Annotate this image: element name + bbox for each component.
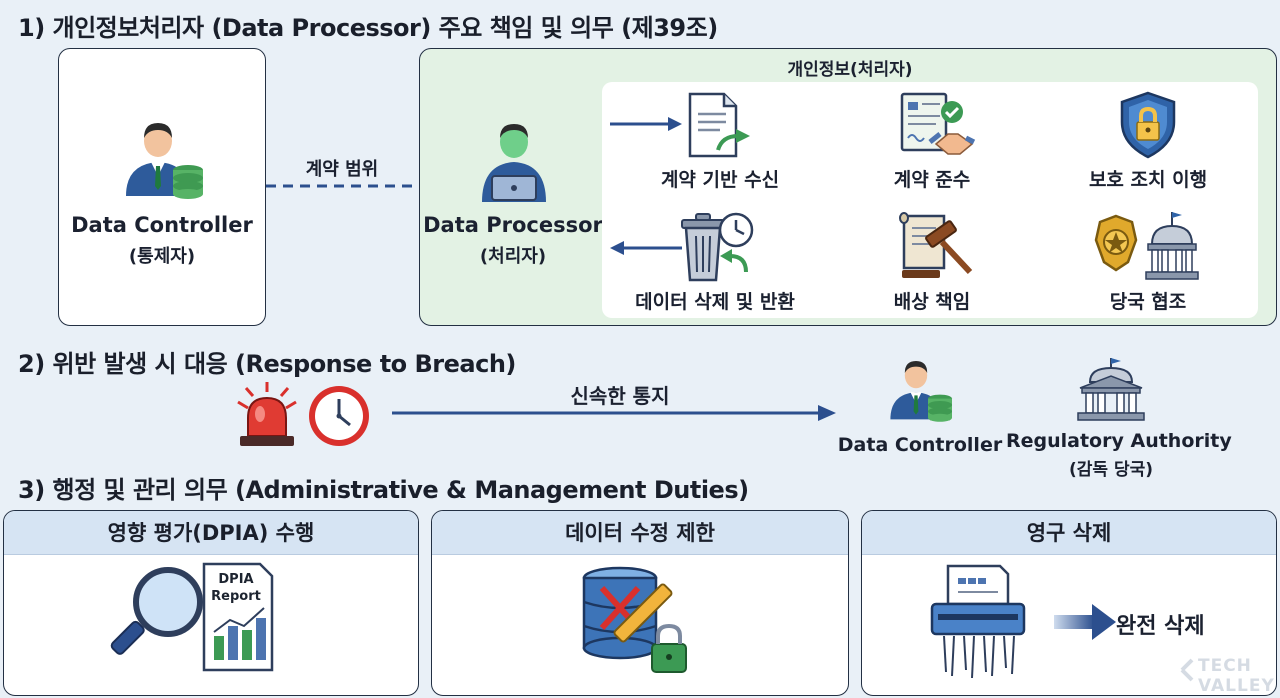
- breach-controller-label: Data Controller: [837, 434, 1003, 456]
- processor-person-icon: [482, 124, 546, 202]
- result-arrow-icon: [1054, 604, 1116, 640]
- dpia-doc-line2: Report: [211, 589, 261, 604]
- dpia-card-title: 영향 평가(DPIA) 수행: [4, 511, 418, 555]
- contract-dashed-line: [266, 184, 420, 188]
- gavel-scroll-icon: [899, 212, 973, 278]
- contract-handshake-icon: [900, 92, 976, 155]
- controller-sub: (통제자): [128, 246, 196, 267]
- watermark-logo-icon: [1180, 658, 1194, 682]
- contract-scope-label: 계약 범위: [305, 159, 379, 180]
- edit-restrict-card: 데이터 수정 제한: [431, 510, 849, 696]
- dpia-doc-line1: DPIA: [218, 572, 254, 587]
- permanent-delete-card: 영구 삭제: [861, 510, 1277, 696]
- processor-panel-title: 개인정보(처리자): [787, 60, 913, 80]
- authority-sub: (감독 당국): [1068, 460, 1154, 480]
- notify-arrow-icon: [392, 405, 836, 421]
- watermark-line2: VALLEY: [1198, 676, 1275, 696]
- edit-restrict-card-title: 데이터 수정 제한: [432, 511, 848, 555]
- database-pencil-lock-icon: [582, 566, 687, 673]
- duty-label-delete-return: 데이터 삭제 및 반환: [635, 291, 795, 313]
- trash-clock-icon: [681, 212, 754, 282]
- section3-title: 3) 행정 및 관리 의무 (Administrative & Manageme…: [18, 476, 749, 504]
- dpia-report-icon: [110, 562, 274, 672]
- shield-lock-icon: [1120, 91, 1176, 159]
- controller-name: Data Controller: [71, 213, 253, 237]
- duty-label-comply: 계약 준수: [893, 169, 971, 191]
- duty-label-protect: 보호 조치 이행: [1088, 169, 1208, 191]
- return-arrow-icon: [610, 241, 682, 255]
- duty-label-liability: 배상 책임: [893, 291, 971, 313]
- duty-label-cooperate: 당국 협조: [1109, 291, 1187, 313]
- breach-controller-icon: [890, 361, 952, 422]
- complete-delete-label: 완전 삭제: [1116, 614, 1205, 639]
- government-building-icon: [1077, 358, 1145, 421]
- processor-name: Data Processor: [423, 213, 603, 237]
- shredder-icon: [930, 564, 1026, 679]
- section2-title: 2) 위반 발생 시 대응 (Response to Breach): [18, 350, 516, 378]
- badge-government-icon: [1094, 212, 1199, 280]
- permanent-delete-card-title: 영구 삭제: [862, 511, 1276, 555]
- controller-person-icon: [126, 123, 203, 199]
- section1-title: 1) 개인정보처리자 (Data Processor) 주요 책임 및 의무 (…: [18, 14, 718, 42]
- notify-label: 신속한 통지: [570, 384, 670, 408]
- watermark-line1: TECH: [1198, 656, 1252, 676]
- duty-label-receive: 계약 기반 수신: [660, 169, 780, 191]
- clock-icon: [309, 386, 369, 446]
- alarm-light-icon: [237, 382, 297, 446]
- receive-arrow-icon: [610, 117, 682, 131]
- authority-label: Regulatory Authority: [1006, 430, 1232, 452]
- document-arrow-icon: [688, 92, 750, 158]
- processor-sub: (처리자): [479, 246, 547, 267]
